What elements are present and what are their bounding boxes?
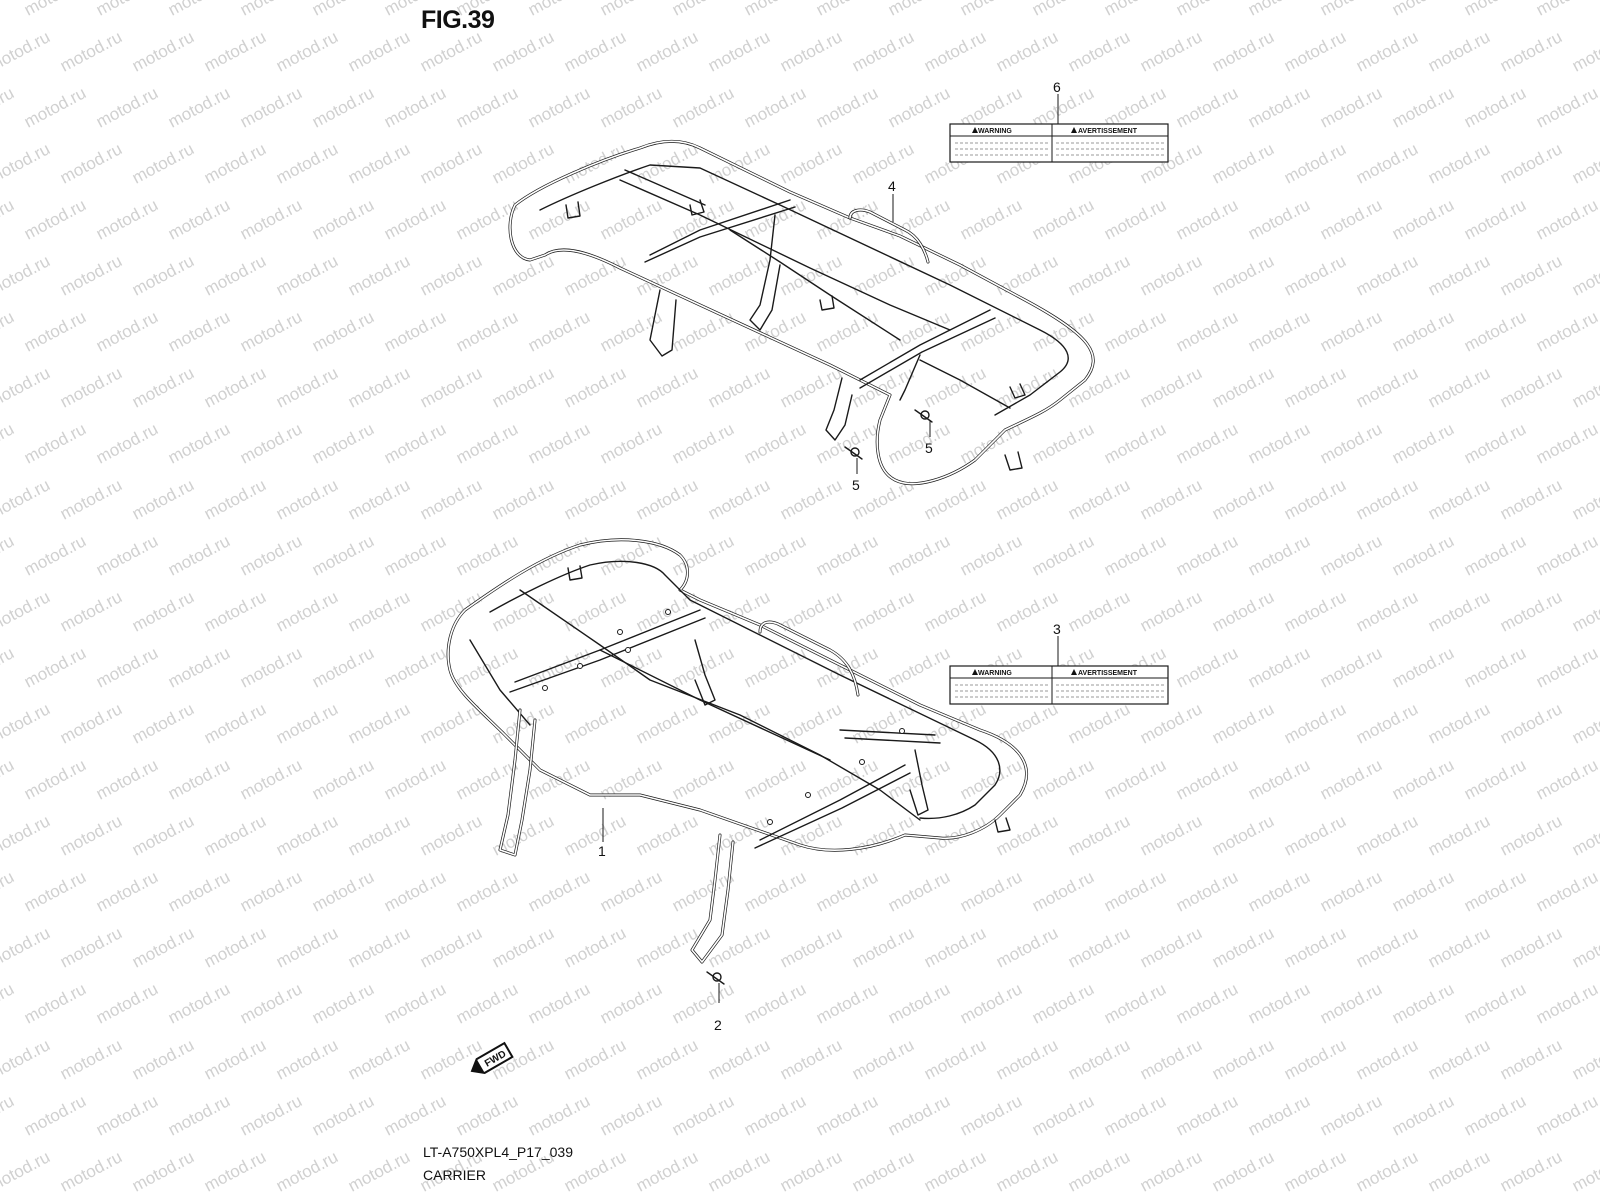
warning-label-lower: 3 WARNING AVERTISSEMENT	[949, 621, 1169, 705]
upper-carrier	[508, 139, 1095, 485]
warning-label-upper: 6 WARNING AVERTISSEMENT	[949, 79, 1169, 163]
callout-4: 4	[888, 178, 896, 194]
diagram-code: LT-A750XPL4_P17_039	[423, 1144, 573, 1160]
callout-5-lower: 5	[852, 477, 860, 493]
label-warning-text: WARNING	[978, 670, 1012, 677]
diagram-name: CARRIER	[423, 1167, 487, 1183]
figure-title: FIG.39	[421, 6, 495, 34]
fwd-arrow-icon: FWD	[470, 1041, 514, 1074]
label-warning-text: WARNING	[978, 128, 1012, 135]
callout-6: 6	[1053, 79, 1061, 95]
callout-2: 2	[714, 1017, 722, 1033]
lower-carrier	[446, 538, 1028, 985]
label-avertissement-text: AVERTISSEMENT	[1078, 128, 1138, 135]
callout-5-upper: 5	[925, 440, 933, 456]
label-avertissement-text: AVERTISSEMENT	[1078, 670, 1138, 677]
callout-3: 3	[1053, 621, 1061, 637]
callout-1: 1	[598, 843, 606, 859]
